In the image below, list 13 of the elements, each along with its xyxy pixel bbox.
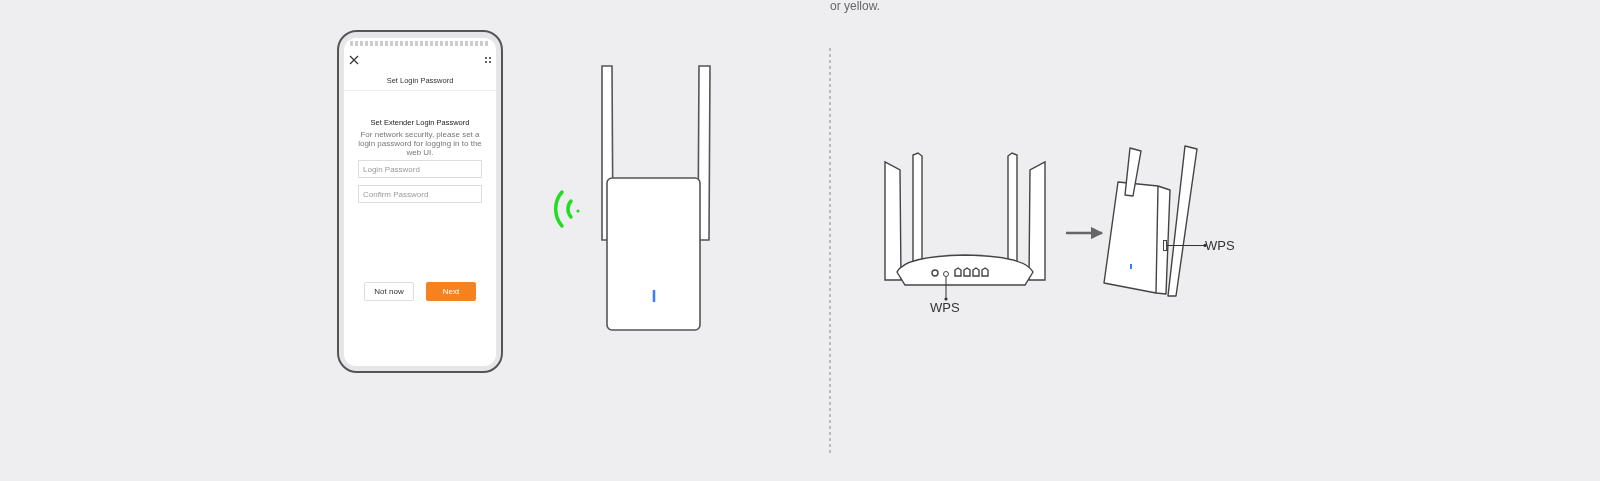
note-text: or yellow. <box>830 0 881 13</box>
leader-line <box>944 276 948 301</box>
input-field: Confirm Password <box>358 185 482 203</box>
side-button <box>1163 240 1167 251</box>
wps-label: WPS <box>1205 237 1237 254</box>
arrow <box>1066 226 1104 240</box>
primary-button: Next <box>426 282 476 301</box>
input-field: Login Password <box>358 160 482 178</box>
leader-line <box>1166 243 1207 248</box>
wps-label: WPS <box>930 299 962 316</box>
button-hole <box>943 271 949 277</box>
form-description: For network security, please set a login password for logging in to the web UI. <box>357 130 483 157</box>
secondary-button: Not now <box>364 282 414 301</box>
